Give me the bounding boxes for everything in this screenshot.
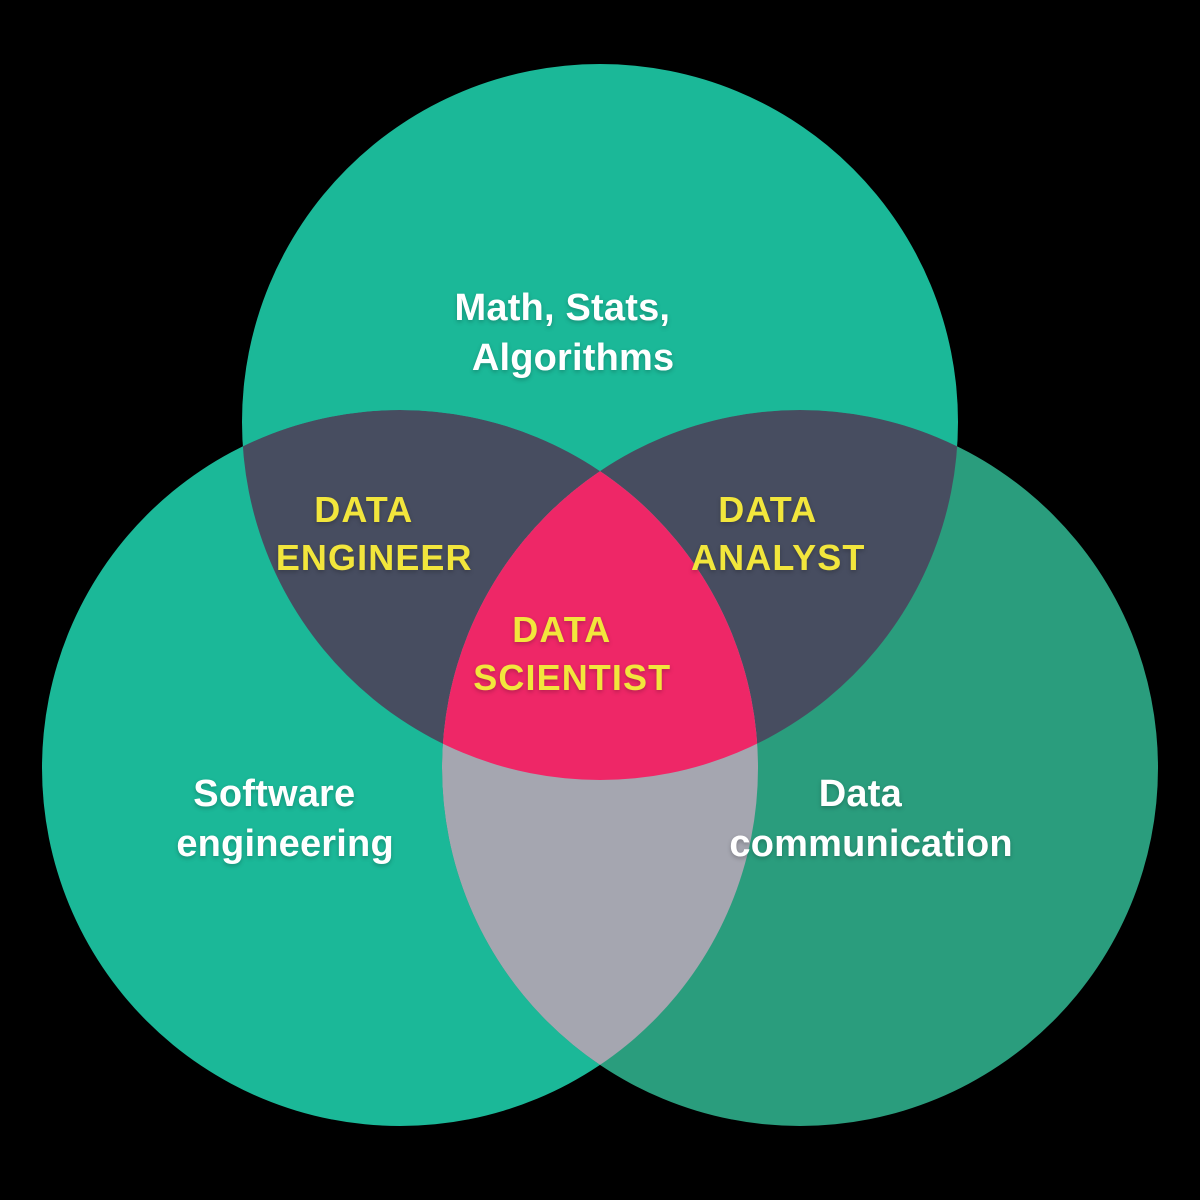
overlap-center-group — [442, 410, 1158, 1126]
overlap-center-data-scientist[interactable] — [442, 410, 1158, 1126]
